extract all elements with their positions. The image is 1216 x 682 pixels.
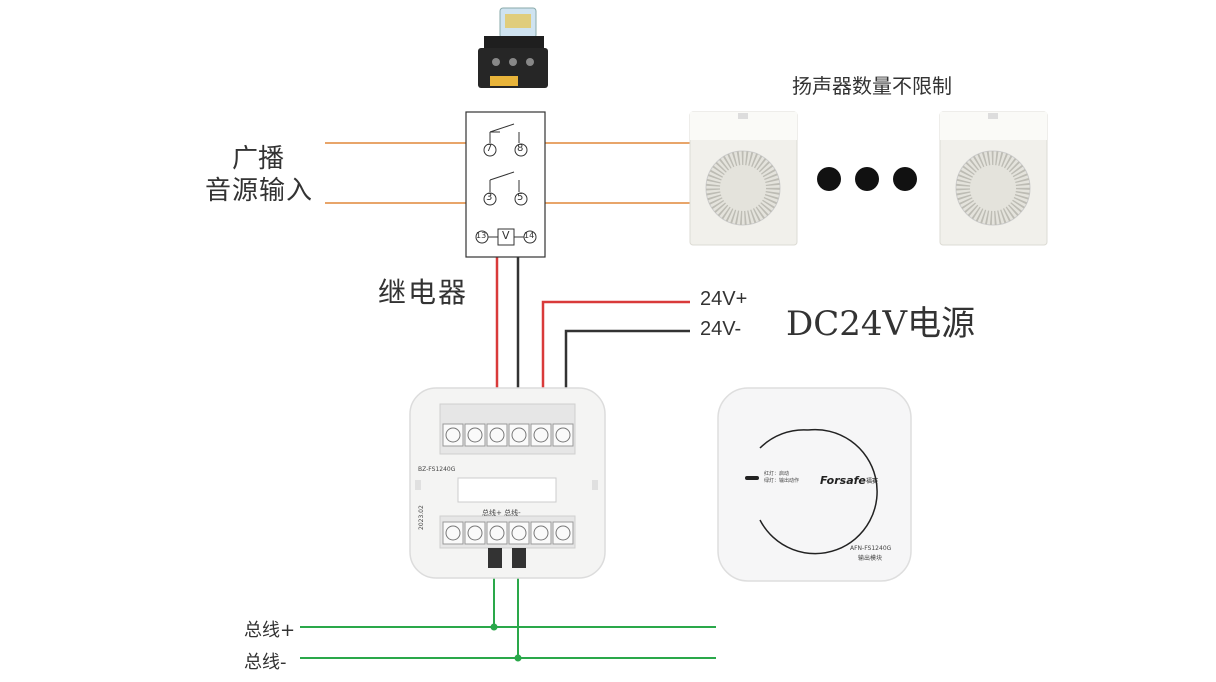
module-base-date: 2023.02: [418, 505, 425, 530]
module-base: [409, 387, 606, 579]
cover-indicator-text1: 红灯：启动: [764, 471, 790, 477]
bus-junction-minus: [514, 654, 522, 662]
dc-power-label: DC24V电源: [786, 304, 976, 344]
speaker-2: [939, 111, 1048, 246]
cover-name: 输出模块: [858, 555, 883, 562]
relay-terminal-13: 13: [476, 231, 487, 240]
power-positive-label: 24V+: [700, 288, 748, 310]
bus-minus-label: 总线-: [244, 652, 287, 673]
cover-model: AFN-FS1240G: [850, 545, 892, 552]
relay-coil-label: V: [502, 229, 510, 242]
bus-junction-plus: [490, 623, 498, 631]
relay-terminal-8: 8: [517, 143, 524, 154]
relay-label: 继电器: [378, 276, 469, 309]
relay-terminal-7: 7: [486, 143, 493, 154]
power-wire-positive: [541, 300, 690, 420]
relay-photo: [478, 7, 548, 88]
ellipsis-dots: [817, 167, 917, 191]
module-base-model: BZ-FS1240G: [418, 466, 456, 473]
audio-input-label-line2: 音源输入: [205, 176, 314, 206]
relay-terminal-3: 3: [486, 192, 493, 203]
speaker-quantity-note: 扬声器数量不限制: [792, 74, 952, 98]
cover-indicator-text2: 绿灯：输出动作: [764, 478, 800, 484]
module-base-bus-terms: 总线+ 总线-: [482, 509, 521, 517]
relay-terminal-5: 5: [517, 192, 524, 203]
speaker-1: [689, 111, 798, 246]
relay-schematic: [465, 111, 546, 258]
relay-terminal-14: 14: [524, 231, 535, 240]
audio-input-label-line1: 广播: [232, 144, 285, 174]
cover-brand: Forsafe: [820, 474, 866, 487]
power-negative-label: 24V-: [700, 318, 742, 340]
cover-brand-cn: 福赛: [866, 478, 879, 485]
module-cover: [717, 387, 912, 582]
bus-plus-label: 总线+: [244, 620, 296, 641]
